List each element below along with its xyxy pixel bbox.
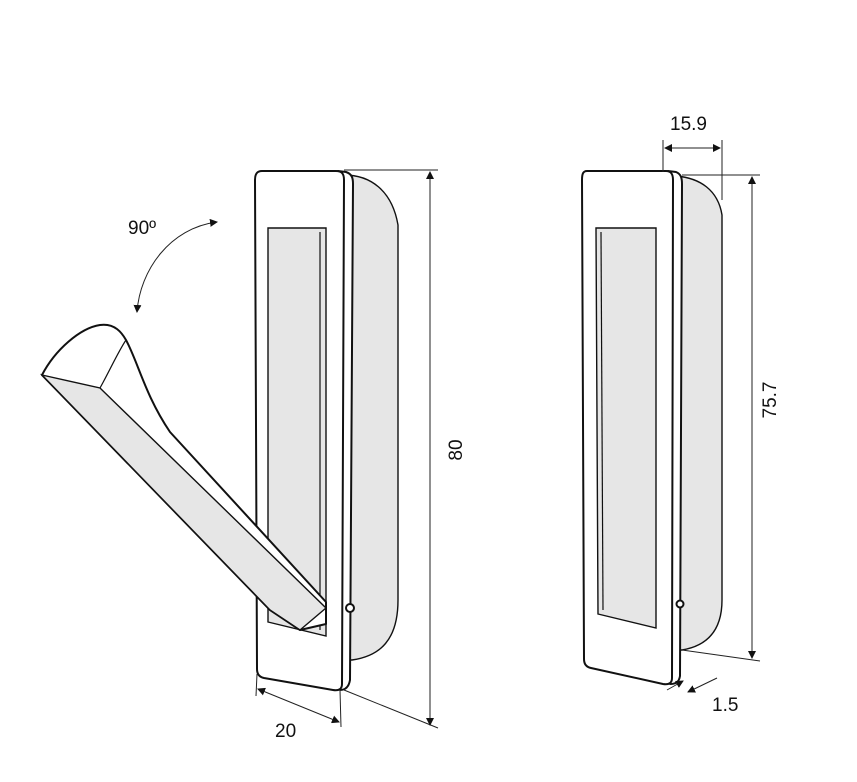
left-height-ext-bottom — [343, 689, 439, 729]
right-flange-arrow-left — [666, 680, 684, 691]
rotation-arrow — [133, 218, 218, 313]
right-depth-label: 15.9 — [670, 114, 707, 135]
left-handle-view — [39, 170, 399, 692]
left-recess — [267, 227, 327, 637]
right-flange-label: 1.5 — [712, 695, 738, 716]
right-recess — [595, 227, 657, 629]
rotation-label: 90º — [128, 218, 156, 239]
left-housing — [343, 174, 399, 661]
left-pivot-pin — [345, 603, 355, 613]
lever-top-face — [39, 373, 328, 631]
right-height-label: 75.7 — [760, 382, 781, 419]
left-height-label: 80 — [446, 439, 467, 460]
right-height-ext-bottom — [681, 649, 761, 662]
left-width-ext-right — [339, 689, 342, 728]
lever-ridge — [99, 339, 127, 389]
left-width-ext-left — [255, 673, 258, 697]
right-flange-arrow-right — [687, 677, 718, 693]
right-pivot-pin — [675, 599, 685, 609]
right-handle-view — [581, 170, 723, 686]
right-recess-edge — [600, 231, 604, 611]
right-housing — [675, 175, 723, 651]
left-width-label: 20 — [275, 721, 296, 742]
left-width-dimension — [257, 687, 340, 724]
